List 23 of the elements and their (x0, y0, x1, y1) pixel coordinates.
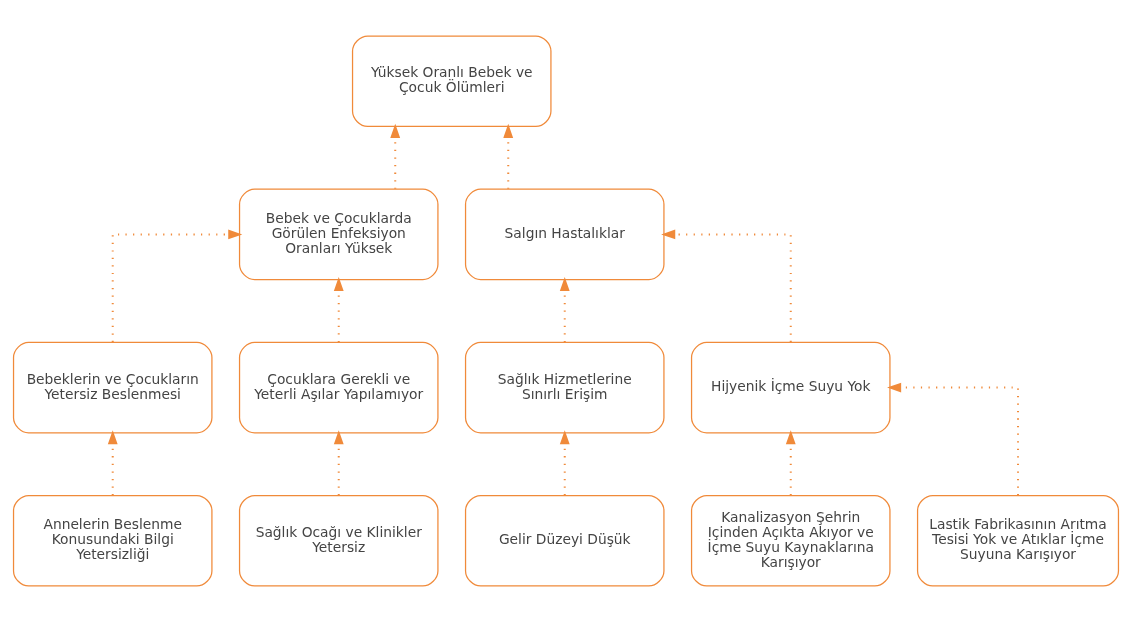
arrow (503, 123, 514, 189)
arrow (111, 228, 243, 342)
node-box: Salgın Hastalıklar (464, 188, 665, 280)
arrow (559, 429, 570, 495)
node-box: Çocuklara Gerekli ve Yeterli Aşılar Yapılamıyor (238, 341, 439, 433)
node-box: Sağlık Ocağı ve Klinikler Yetersiz (238, 494, 439, 587)
node-box: Gelir Düzeyi Düşük (464, 494, 665, 587)
arrow (887, 382, 1020, 495)
node-box: Yüksek Oranlı Bebek ve Çocuk Ölümleri (351, 34, 552, 127)
arrow (785, 429, 796, 495)
node-box: Bebek ve Çocuklarda Görülen Enfeksiyon Oranları Yüksek (238, 188, 439, 280)
node-box: Kanalizasyon Şehrin Içinden Açıkta Akıyor ve İçme Suyu Kaynaklarına Karışıyor (690, 494, 891, 587)
node-box: Annelerin Beslenme Konusundaki Bilgi Yetersizliği (12, 494, 213, 587)
node-box: Bebeklerin ve Çocukların Yetersiz Beslenmesi (12, 341, 213, 433)
node-box: Sağlık Hizmetlerine Sınırlı Erişim (464, 341, 665, 433)
arrow (559, 276, 570, 342)
node-box: Hijyenik İçme Suyu Yok (690, 341, 891, 433)
node-box: Lastik Fabrikasının Arıtma Tesisi Yok ve Atıklar İçme Suyuna Karışıyor (916, 494, 1120, 587)
arrow (333, 276, 344, 342)
arrow (390, 123, 401, 189)
arrow (107, 429, 118, 495)
arrow (333, 429, 344, 495)
arrow (661, 228, 792, 342)
